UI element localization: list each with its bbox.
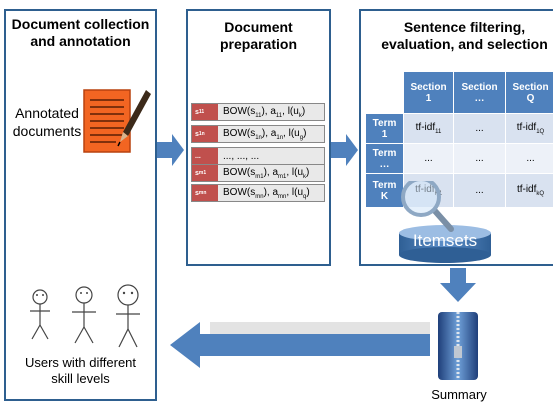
users-label: Users with different skill levels [24, 355, 137, 386]
magnifier-icon [401, 181, 454, 232]
annotated-documents-label: Annotated documents [12, 105, 82, 139]
row-text: ..., ..., ... [223, 150, 260, 162]
itemsets-cylinder [399, 181, 491, 263]
preparation-title: Document preparation [219, 19, 297, 52]
table-cell: tf-idf1Q [505, 113, 553, 144]
pen-icon [117, 90, 151, 147]
users-icon [30, 284, 140, 348]
arrow-right-2 [331, 134, 358, 166]
table-cell: ... [453, 173, 506, 208]
collection-panel: Document collection and annotation Annot… [4, 9, 157, 401]
selection-panel: Sentence filtering, evaluation, and sele… [359, 9, 553, 266]
summary-zip-icon [438, 312, 478, 380]
doc-row-dots: ... ..., ..., ... [191, 147, 325, 165]
row-tag: ... [192, 148, 218, 164]
col-header: Section… [453, 71, 506, 114]
itemsets-label: Itemsets [412, 231, 478, 250]
summary-label: Summary [431, 387, 487, 402]
table-cell: ... [403, 143, 454, 174]
row-header: Term… [365, 143, 404, 174]
arrow-left-long [170, 322, 430, 368]
arrow-right-1 [157, 134, 184, 166]
row-text: BOW(smn), amn, l(uq) [223, 186, 310, 200]
row-text: BOW(sm1), am1, l(uk) [223, 166, 310, 180]
row-text: BOW(s1n), a1n, l(ug) [223, 127, 307, 141]
selection-title: Sentence filtering, evaluation, and sele… [381, 19, 548, 52]
arrow-down [440, 268, 476, 302]
table-cell: tf-idfkQ [505, 173, 553, 208]
annotated-document-icon [83, 89, 151, 153]
row-text: BOW(s11), a11, l(uk) [223, 105, 306, 119]
collection-title: Document collection and annotation [11, 16, 150, 49]
table-cell: ... [453, 113, 506, 144]
